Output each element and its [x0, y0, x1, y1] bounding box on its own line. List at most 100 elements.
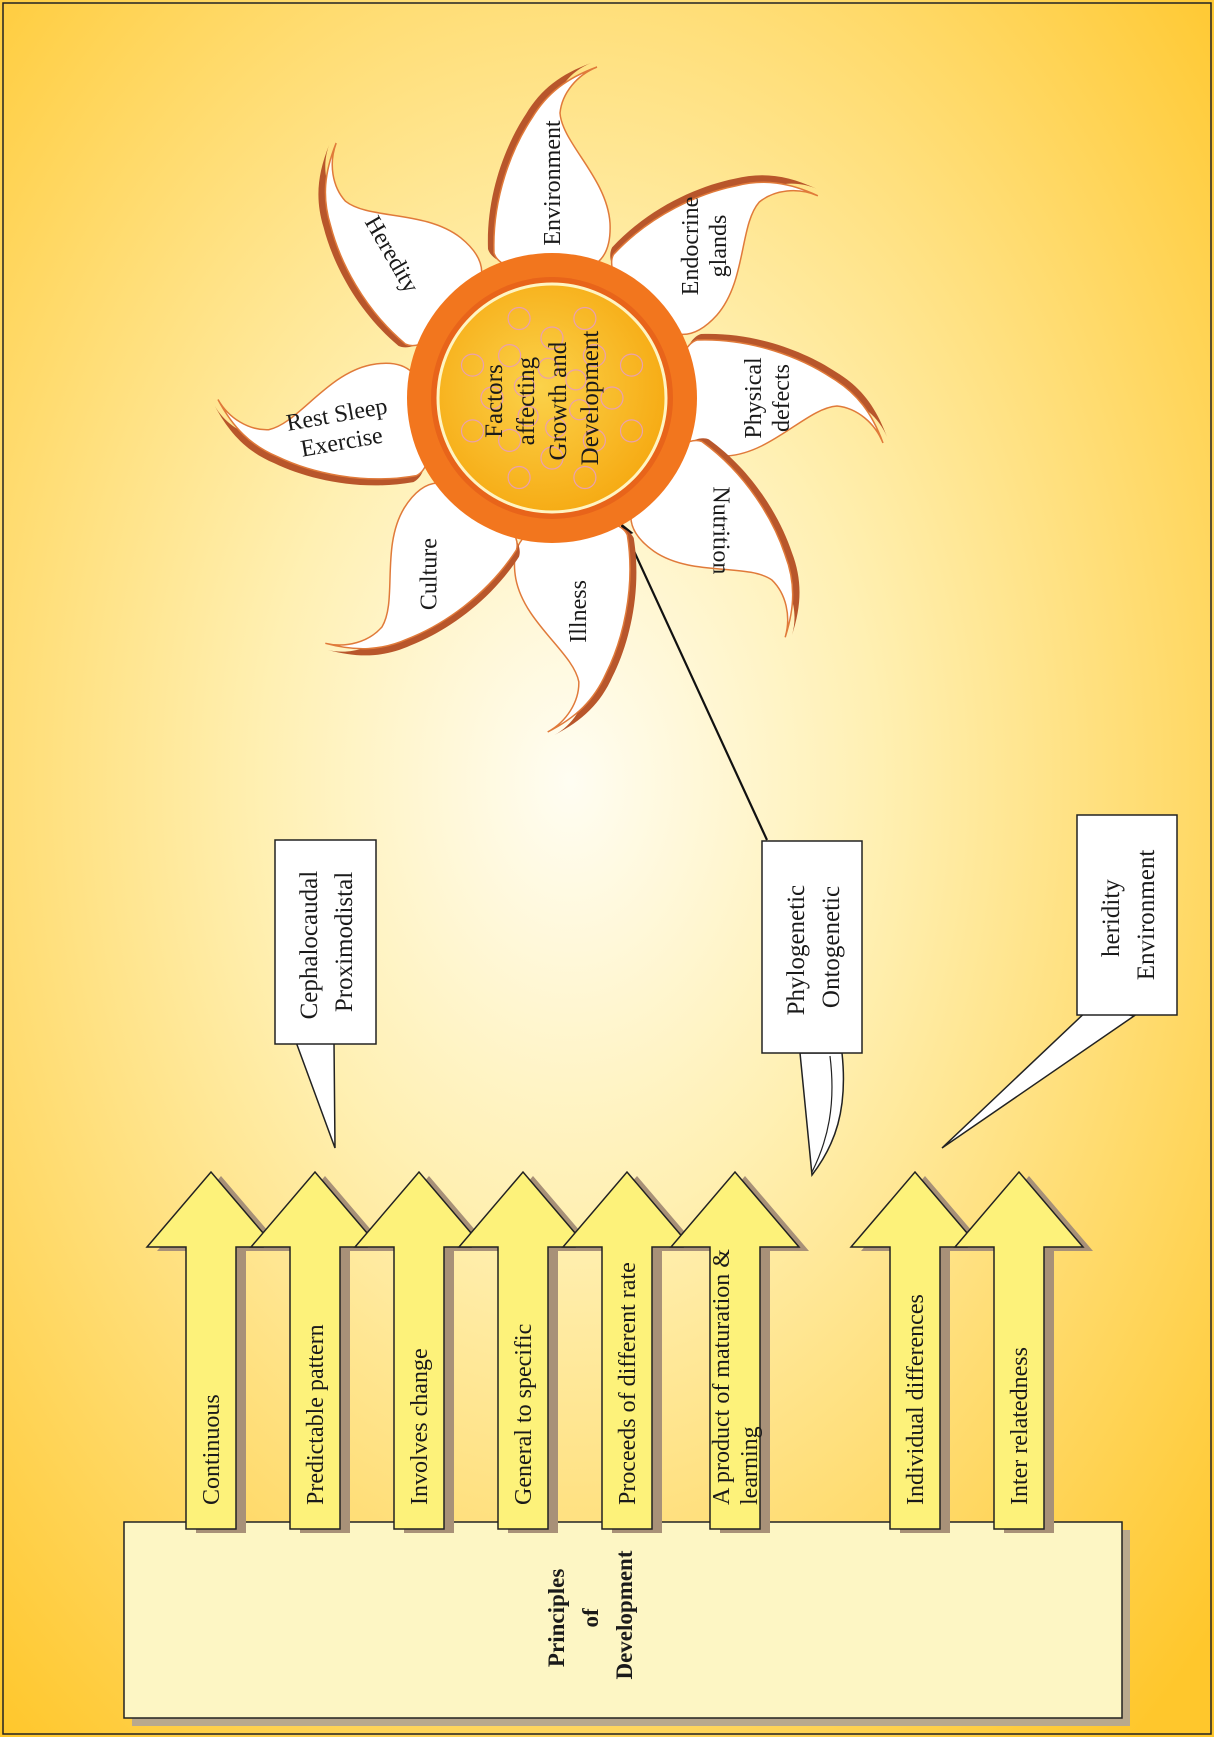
- center-dot: [545, 417, 567, 439]
- center-dot: [507, 465, 531, 490]
- arrow-shape: [669, 1170, 801, 1530]
- arrow-label: Predictable pattern: [303, 1324, 329, 1505]
- arrow-label-line: learning: [737, 1426, 763, 1505]
- petal-label-line: Endocrine: [678, 197, 704, 296]
- arrow-shape: [561, 1170, 693, 1530]
- petal-label: Nutrition: [707, 486, 733, 574]
- arrow-shape: [457, 1170, 589, 1530]
- base-title-line: Development: [612, 1550, 637, 1679]
- principle-arrow: Predictable pattern: [249, 1170, 389, 1533]
- callout-text: Cephalocaudal Proximodistal: [296, 865, 358, 1020]
- callout-line: Proximodistal: [331, 872, 358, 1012]
- callout-pointer-inner: [811, 1055, 833, 1173]
- base-title-line: Principles: [544, 1569, 569, 1667]
- principle-arrow: Involves change: [353, 1170, 493, 1533]
- callout-heridity: heridity Environment: [941, 814, 1178, 1149]
- petal-label: Environment: [540, 120, 566, 246]
- arrow-shape: [145, 1170, 277, 1530]
- petal-label: Rest SleepExercise: [284, 393, 394, 464]
- center-dot: [498, 344, 522, 368]
- principle-arrow: General to specific: [457, 1170, 597, 1533]
- center-dot: [540, 326, 564, 350]
- callout-text: heridity Environment: [1098, 850, 1160, 981]
- connector-arrow: [620, 523, 768, 841]
- arrow-label: Proceeds of different rate: [615, 1262, 641, 1505]
- petal: Endocrineglands: [610, 175, 819, 336]
- callout-line: Cephalocaudal: [296, 871, 323, 1020]
- petal: Rest SleepExercise: [214, 362, 431, 486]
- petal-label-line: Physical: [741, 357, 767, 439]
- petal-label-line: glands: [706, 215, 732, 278]
- arrow-label-line: Individual differences: [903, 1294, 929, 1505]
- callout-cephalocaudal: Cephalocaudal Proximodistal: [274, 839, 377, 1149]
- petal-label-line: defects: [769, 364, 795, 432]
- arrow-label-line: A product of maturation &: [709, 1249, 735, 1505]
- callout-line: heridity: [1098, 879, 1125, 957]
- flower-center: [436, 282, 668, 514]
- center-dot: [537, 357, 559, 379]
- petal: Physicaldefects: [676, 333, 887, 457]
- petal: Environment: [487, 63, 611, 274]
- callout-box: [274, 839, 377, 1045]
- arrow-shape: [953, 1170, 1085, 1530]
- petal-label-line: Nutrition: [707, 486, 733, 574]
- petal-label-line: Culture: [417, 538, 443, 610]
- petal-label: Culture: [417, 538, 443, 610]
- center-dot: [498, 428, 522, 452]
- center-dot: [507, 306, 531, 331]
- center-line: Growth and: [545, 341, 572, 460]
- center-dot: [565, 369, 587, 391]
- flower-center-text: Factors affecting Growth and Development: [481, 331, 604, 466]
- arrow-label: General to specific: [511, 1324, 537, 1505]
- center-dot: [517, 405, 539, 427]
- arrow-label-line: Predictable pattern: [303, 1324, 329, 1505]
- base-title: Principles of Development: [544, 1550, 637, 1679]
- center-dot: [568, 399, 591, 421]
- center-dot: [573, 306, 597, 331]
- arrow-label-line: Continuous: [199, 1394, 225, 1505]
- petal: Nutrition: [630, 438, 800, 638]
- center-dot: [582, 344, 607, 368]
- petal-label: Endocrineglands: [678, 197, 732, 296]
- arrow-label-line: Involves change: [407, 1348, 433, 1505]
- callout-line: Phylogenetic: [783, 885, 810, 1016]
- arrow-label: Individual differences: [903, 1294, 929, 1505]
- petal: Heredity: [318, 142, 483, 348]
- principle-arrow: Proceeds of different rate: [561, 1170, 701, 1533]
- principles-base: Principles of Development: [123, 1521, 1130, 1726]
- center-dot: [619, 419, 644, 443]
- flower-petals: EnvironmentEndocrineglandsPhysicaldefect…: [214, 63, 887, 736]
- center-dot: [460, 353, 485, 377]
- callout-pointer: [799, 1052, 845, 1177]
- principle-arrow: Individual differences: [849, 1170, 989, 1533]
- principle-arrow: A product of maturation &learning: [669, 1170, 809, 1533]
- callout-phylogenetic: Phylogenetic Ontogenetic: [761, 840, 863, 1177]
- center-line: Development: [577, 331, 604, 466]
- arrow-shape: [849, 1170, 981, 1530]
- factors-flower: EnvironmentEndocrineglandsPhysicaldefect…: [214, 63, 887, 736]
- center-dot: [600, 386, 624, 410]
- center-dot: [460, 419, 485, 443]
- arrow-shape: [353, 1170, 485, 1530]
- petal-label-line: Illness: [566, 580, 592, 643]
- petal-label-line: Environment: [540, 120, 566, 246]
- callout-line: Environment: [1133, 850, 1160, 981]
- petal-label: Illness: [566, 580, 592, 643]
- principle-arrows: Continuous Predictable pattern Involves ch…: [145, 1170, 1093, 1533]
- principle-arrow: Continuous: [145, 1170, 285, 1533]
- callout-line: Ontogenetic: [818, 886, 845, 1008]
- arrow-label-line: Inter relatedness: [1007, 1347, 1033, 1505]
- callout-box: [1076, 814, 1178, 1016]
- center-dot: [619, 353, 644, 377]
- center-dot: [513, 375, 536, 397]
- base-title-line: of: [578, 1608, 603, 1628]
- center-dot: [540, 446, 564, 470]
- center-line: Factors: [481, 364, 508, 438]
- center-line: affecting: [513, 356, 540, 445]
- center-dot: [480, 386, 504, 410]
- center-dot: [582, 428, 607, 452]
- arrow-label: Inter relatedness: [1007, 1347, 1033, 1505]
